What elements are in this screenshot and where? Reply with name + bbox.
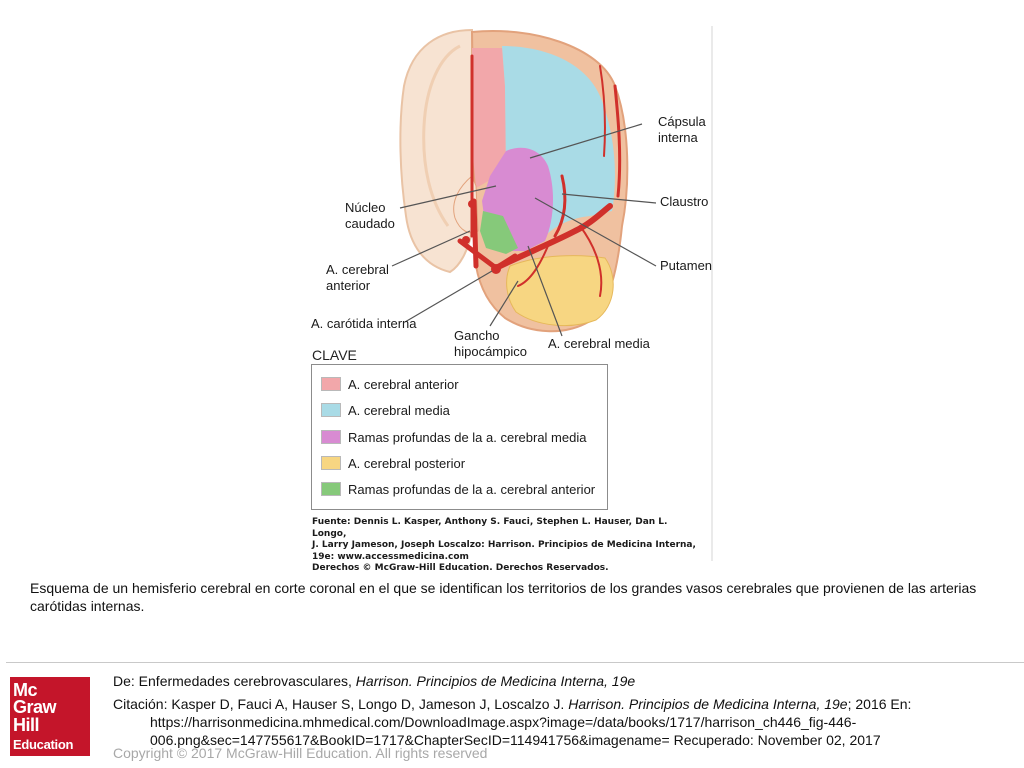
figure-source: Fuente: Dennis L. Kasper, Anthony S. Fau… xyxy=(312,517,696,573)
key-label: A. cerebral media xyxy=(348,402,450,418)
leader-lines xyxy=(391,123,657,337)
logo-line-4: Education xyxy=(13,737,74,752)
label-capsula-interna: Cápsula interna xyxy=(658,114,706,145)
cite-url-line-1: https://harrisonmedicina.mhmedical.com/D… xyxy=(150,714,857,730)
logo-line-1: Mc xyxy=(13,680,38,700)
logo-line-3: Hill xyxy=(13,715,40,735)
cite-prefix: Citación: Kasper D, Fauci A, Hauser S, L… xyxy=(113,696,569,712)
label-claustro: Claustro xyxy=(660,194,709,209)
logo-line-2: Graw xyxy=(13,697,57,717)
key-swatch xyxy=(321,456,341,470)
territory-deep-anterior xyxy=(480,211,518,254)
key-swatch xyxy=(321,482,341,496)
label-cerebral-media: A. cerebral media xyxy=(548,336,650,351)
copyright: Copyright © 2017 McGraw-Hill Education. … xyxy=(113,745,488,761)
label-carotida-interna: A. carótida interna xyxy=(311,316,417,331)
from-prefix: De: Enfermedades cerebrovasculares, xyxy=(113,673,356,689)
key-swatch xyxy=(321,430,341,444)
key-item: Ramas profundas de la a. cerebral media xyxy=(321,429,586,445)
key-item: A. cerebral posterior xyxy=(321,455,465,471)
brain-figure: Cápsula interna Claustro Putamen Núcleo … xyxy=(300,26,720,573)
left-hemisphere-inner xyxy=(422,44,461,227)
figure-caption: Esquema de un hemisferio cerebral en cor… xyxy=(30,580,977,614)
key-item: A. cerebral anterior xyxy=(321,376,459,392)
key-item: Ramas profundas de la a. cerebral anteri… xyxy=(321,481,595,497)
label-cerebral-anterior: A. cerebral anterior xyxy=(326,262,389,293)
label-putamen: Putamen xyxy=(660,258,713,273)
territory-posterior xyxy=(506,255,614,327)
cite-url-line-2: 006.png&sec=147755617&BookID=1717&Chapte… xyxy=(150,732,881,748)
key-swatch xyxy=(321,377,341,391)
carotid-node xyxy=(491,264,501,274)
anterior-node-2 xyxy=(462,236,470,244)
mcgraw-hill-logo: Mc Graw Hill Education xyxy=(10,677,90,756)
color-key: A. cerebral anterior A. cerebral media R… xyxy=(311,364,608,510)
key-item: A. cerebral media xyxy=(321,402,450,418)
key-label: Ramas profundas de la a. cerebral media xyxy=(348,429,587,445)
left-hemisphere-shape xyxy=(399,28,473,274)
key-label: Ramas profundas de la a. cerebral anteri… xyxy=(348,481,596,497)
cite-title: Harrison. Principios de Medicina Interna… xyxy=(568,696,848,712)
source-chapter: De: Enfermedades cerebrovasculares, Harr… xyxy=(113,673,635,689)
label-nucleo-caudado: Núcleo caudado xyxy=(345,200,395,231)
citation: Citación: Kasper D, Fauci A, Hauser S, L… xyxy=(113,695,993,749)
from-title: Harrison. Principios de Medicina Interna… xyxy=(355,673,636,689)
footer-divider xyxy=(6,662,1024,663)
label-gancho-hipocampico: Gancho hipocámpico xyxy=(454,328,527,359)
key-title: CLAVE xyxy=(312,347,357,363)
coronal-section-illustration xyxy=(391,26,713,561)
key-label: A. cerebral posterior xyxy=(348,455,466,471)
key-label: A. cerebral anterior xyxy=(348,376,459,392)
anterior-node xyxy=(468,200,476,208)
cite-suffix: ; 2016 En: xyxy=(847,696,912,712)
territory-anterior xyxy=(472,48,506,188)
key-swatch xyxy=(321,403,341,417)
